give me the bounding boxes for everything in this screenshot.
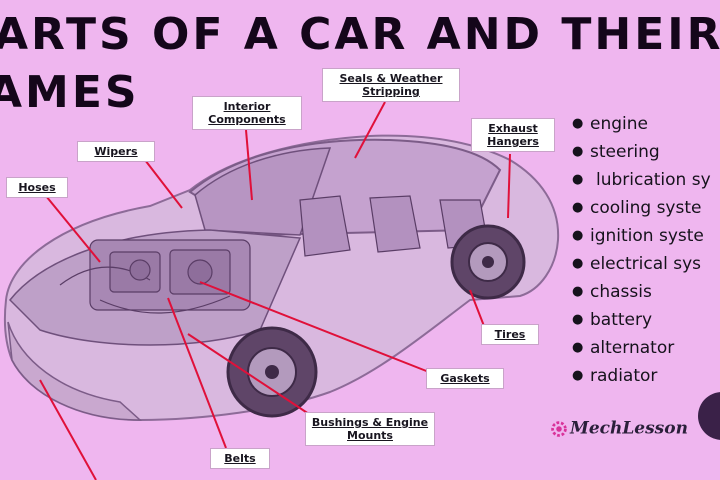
- gear-icon: [548, 418, 570, 440]
- list-item: ●lubrication sy: [572, 166, 711, 194]
- callout-hoses: Hoses: [6, 177, 68, 198]
- list-item: ●engine: [572, 110, 711, 138]
- callout-gaskets: Gaskets: [426, 368, 504, 389]
- brand-name: MechLesson: [570, 419, 688, 439]
- callout-wipers: Wipers: [77, 141, 155, 162]
- callout-bushings-engine-mounts: Bushings & Engine Mounts: [305, 412, 435, 446]
- list-item: ●radiator: [572, 362, 711, 390]
- brand-logo: MechLesson: [548, 418, 688, 440]
- list-item: ●electrical sys: [572, 250, 711, 278]
- callout-belts: Belts: [210, 448, 270, 469]
- front-wheel: [228, 328, 316, 416]
- list-item: ●alternator: [572, 334, 711, 362]
- list-item: ●chassis: [572, 278, 711, 306]
- list-item: ●battery: [572, 306, 711, 334]
- callout-interior-components: Interior Components: [192, 96, 302, 130]
- callout-tires: Tires: [481, 324, 539, 345]
- list-item: ●steering: [572, 138, 711, 166]
- callout-exhaust-hangers: Exhaust Hangers: [471, 118, 555, 152]
- parts-list: ●engine ●steering ●lubrication sy ●cooli…: [572, 110, 711, 390]
- callout-seals-weather-stripping: Seals & Weather Stripping: [322, 68, 460, 102]
- list-item: ●cooling syste: [572, 194, 711, 222]
- list-item: ●ignition syste: [572, 222, 711, 250]
- rear-wheel: [452, 226, 524, 298]
